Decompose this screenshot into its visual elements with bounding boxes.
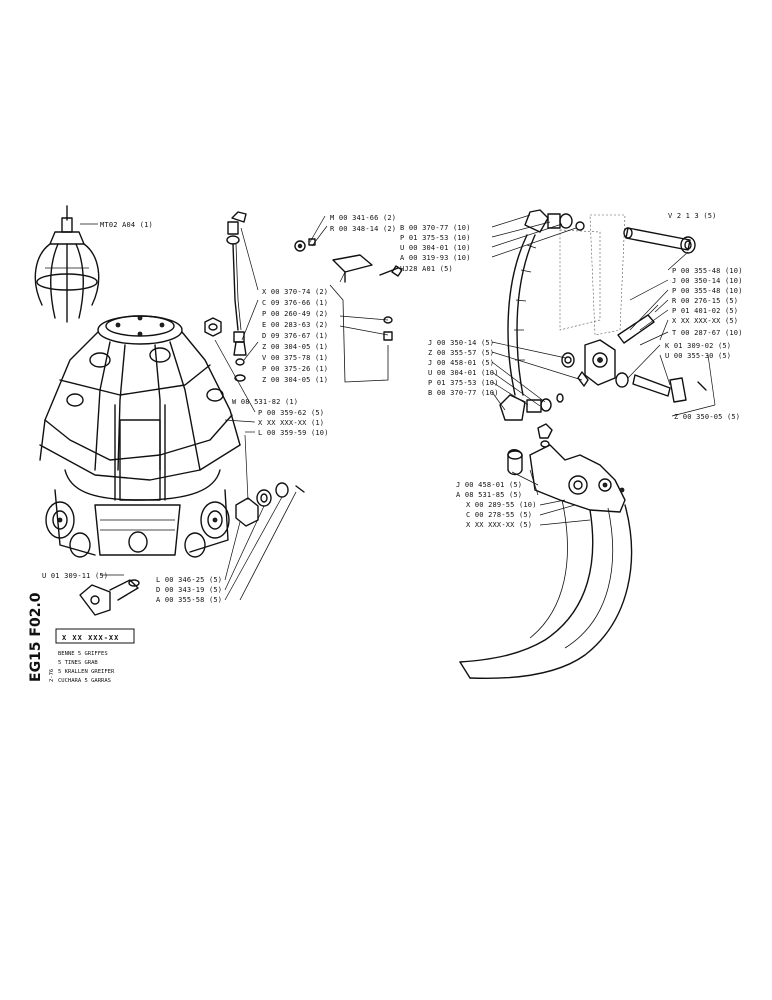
label-hose-bottom-1: Z 00 355-57 (5) — [428, 349, 494, 357]
grab-pipe-leaders — [240, 215, 389, 361]
label-right-7: K 01 309-02 (5) — [665, 342, 731, 350]
label-bottom-1: L 00 346-25 (5) — [156, 576, 222, 584]
label-pipe-5: Z 00 304-05 (1) — [262, 343, 328, 351]
label-bottom-0: U 01 309-11 (5) — [42, 572, 108, 580]
label-body-1: P 00 359-62 (5) — [258, 409, 324, 417]
label-pipe-3: E 00 283-63 (2) — [262, 321, 328, 329]
small-grab-icon — [34, 205, 100, 323]
title-fr: BENNE 5 GRIFFES — [58, 651, 108, 657]
label-right-6: T 00 287-67 (10) — [672, 329, 743, 337]
label-bracket-0: M 00 341-66 (2) — [330, 214, 396, 222]
label-pipe-7: P 00 375-26 (1) — [262, 365, 328, 373]
label-body-3: L 00 359-59 (10) — [258, 429, 329, 437]
title-en: 5 TINES GRAB — [58, 660, 98, 666]
side-date-block: 2-76 — [49, 669, 55, 682]
label-right-1: J 00 350-14 (10) — [672, 277, 743, 285]
grab-body — [39, 315, 241, 558]
label-pipe-1: C 09 376-66 (1) — [262, 299, 328, 307]
label-tine-0: J 00 458-01 (5) — [456, 481, 522, 489]
label-tine-2: X 00 289-55 (10) — [466, 501, 537, 509]
label-body-0: W 08 531-82 (1) — [232, 398, 298, 406]
date-code: 2-76 — [49, 669, 55, 682]
label-right-3: R 00 276-15 (5) — [672, 297, 738, 305]
label-hj: HJ28 A01 (5) — [400, 265, 453, 273]
label-hose-top-1: P 01 375-53 (10) — [400, 234, 471, 242]
label-hose-bottom-4: P 01 375-53 (10) — [428, 379, 499, 387]
label-right-bottom: Z 00 350-05 (5) — [674, 413, 740, 421]
label-hose-bottom-3: U 00 304-01 (10) — [428, 369, 499, 377]
title-de: 5 KRALLEN GREIFER — [58, 669, 115, 675]
ref-box: X XX XXX-XX — [62, 634, 119, 642]
label-top-grab: MT02 A04 (1) — [100, 221, 153, 229]
grab-body-leaders — [214, 339, 256, 501]
bracket-assembly — [294, 238, 403, 383]
label-hose-bottom-5: B 00 370-77 (10) — [428, 389, 499, 397]
label-bracket-1: R 00 348-14 (2) — [330, 225, 396, 233]
label-hose-top-3: A 00 319-93 (10) — [400, 254, 471, 262]
grab-pin-parts — [235, 482, 305, 601]
label-pipe-6: V 00 375-78 (1) — [262, 354, 328, 362]
label-bottom-3: A 00 355-58 (5) — [156, 596, 222, 604]
ref-box-frame — [55, 628, 135, 644]
label-pipe-0: X 00 370-74 (2) — [262, 288, 328, 296]
label-right-top: V 2 1 3 (5) — [668, 212, 717, 220]
label-hose-bottom-2: J 00 458-01 (5) — [428, 359, 494, 367]
hose-leaders — [491, 214, 583, 411]
side-code-block: EG15 F02.0 — [28, 592, 44, 682]
label-bottom-2: D 00 343-19 (5) — [156, 586, 222, 594]
label-tine-3: C 00 278-55 (5) — [466, 511, 532, 519]
cylinder-outline — [559, 214, 626, 336]
tine-claw — [459, 423, 633, 680]
label-right-5: X XX XXX-XX (5) — [672, 317, 738, 325]
label-right-4: P 01 401-02 (5) — [672, 307, 738, 315]
label-hose-top-0: B 00 370-77 (10) — [400, 224, 471, 232]
label-tine-4: X XX XXX-XX (5) — [466, 521, 532, 529]
label-hose-top-2: U 00 304-01 (10) — [400, 244, 471, 252]
grab-bottom-pin — [79, 579, 140, 616]
grab-pipe-assembly — [204, 211, 247, 382]
label-body-2: X XX XXX-XX (1) — [258, 419, 324, 427]
right-leaders — [627, 251, 716, 417]
tine-leaders — [511, 469, 591, 526]
label-pipe-4: D 09 376-67 (1) — [262, 332, 328, 340]
side-code: EG15 F02.0 — [28, 592, 44, 682]
grab-bottom-leaders — [100, 496, 283, 601]
label-pipe-2: P 00 260-49 (2) — [262, 310, 328, 318]
label-hose-bottom-0: J 00 350-14 (5) — [428, 339, 494, 347]
label-tine-1: A 08 531-85 (5) — [456, 491, 522, 499]
label-pipe-8: Z 00 304-05 (1) — [262, 376, 328, 384]
hose-assembly — [499, 209, 585, 421]
title-es: CUCHARA 5 GARRAS — [58, 678, 111, 684]
label-right-8: U 00 355-30 (5) — [665, 352, 731, 360]
tine-linkage-parts — [561, 227, 707, 403]
label-right-0: P 00 355-48 (10) — [672, 267, 743, 275]
label-right-2: P 00 355-48 (10) — [672, 287, 743, 295]
